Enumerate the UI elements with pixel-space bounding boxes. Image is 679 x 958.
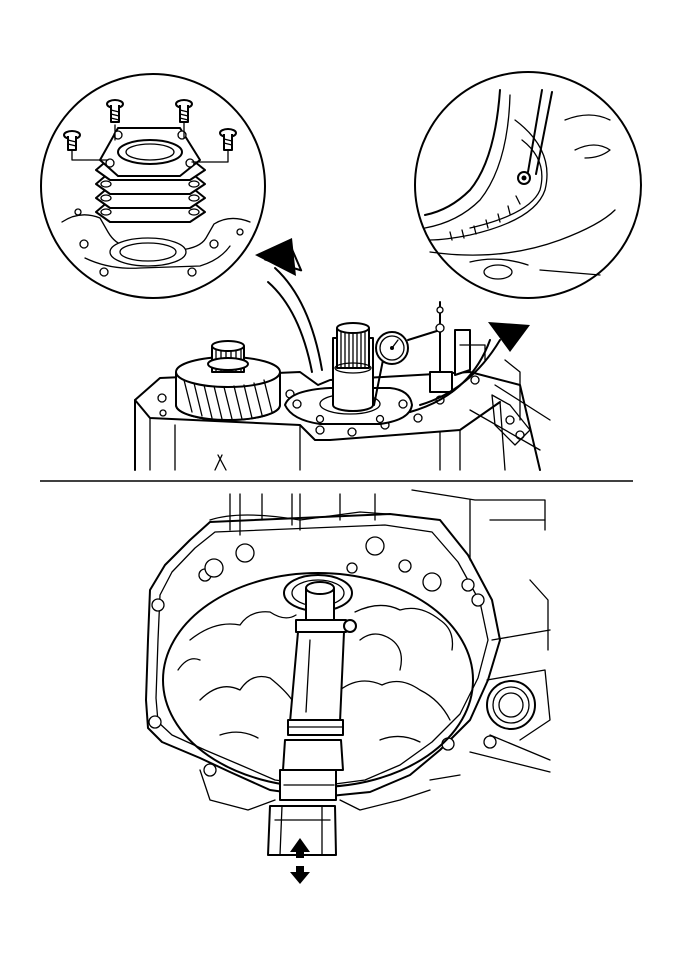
screw-3 — [175, 99, 193, 123]
screw-1 — [63, 130, 81, 151]
detail-circle-shims — [40, 73, 266, 299]
retainer-screws — [63, 99, 237, 151]
detail-circle-probe — [414, 71, 642, 299]
dial-indicator — [373, 301, 486, 406]
right-seal-boss — [469, 579, 551, 773]
transaxle-case-top — [134, 359, 551, 471]
pointer-arrow-right — [409, 322, 530, 413]
top-panel — [40, 71, 642, 471]
up-down-arrow — [290, 838, 310, 884]
helical-gear — [175, 340, 281, 421]
shaft-puller-tool — [267, 574, 357, 856]
screw-4 — [219, 128, 237, 151]
output-shaft — [332, 322, 374, 412]
case-lower-outline — [199, 769, 461, 811]
screw-2 — [106, 99, 124, 123]
pointer-arrow-left — [255, 238, 323, 373]
bearing-retainer-detail — [99, 127, 201, 177]
case-upper-structure — [209, 489, 546, 561]
bottom-panel — [145, 489, 551, 884]
